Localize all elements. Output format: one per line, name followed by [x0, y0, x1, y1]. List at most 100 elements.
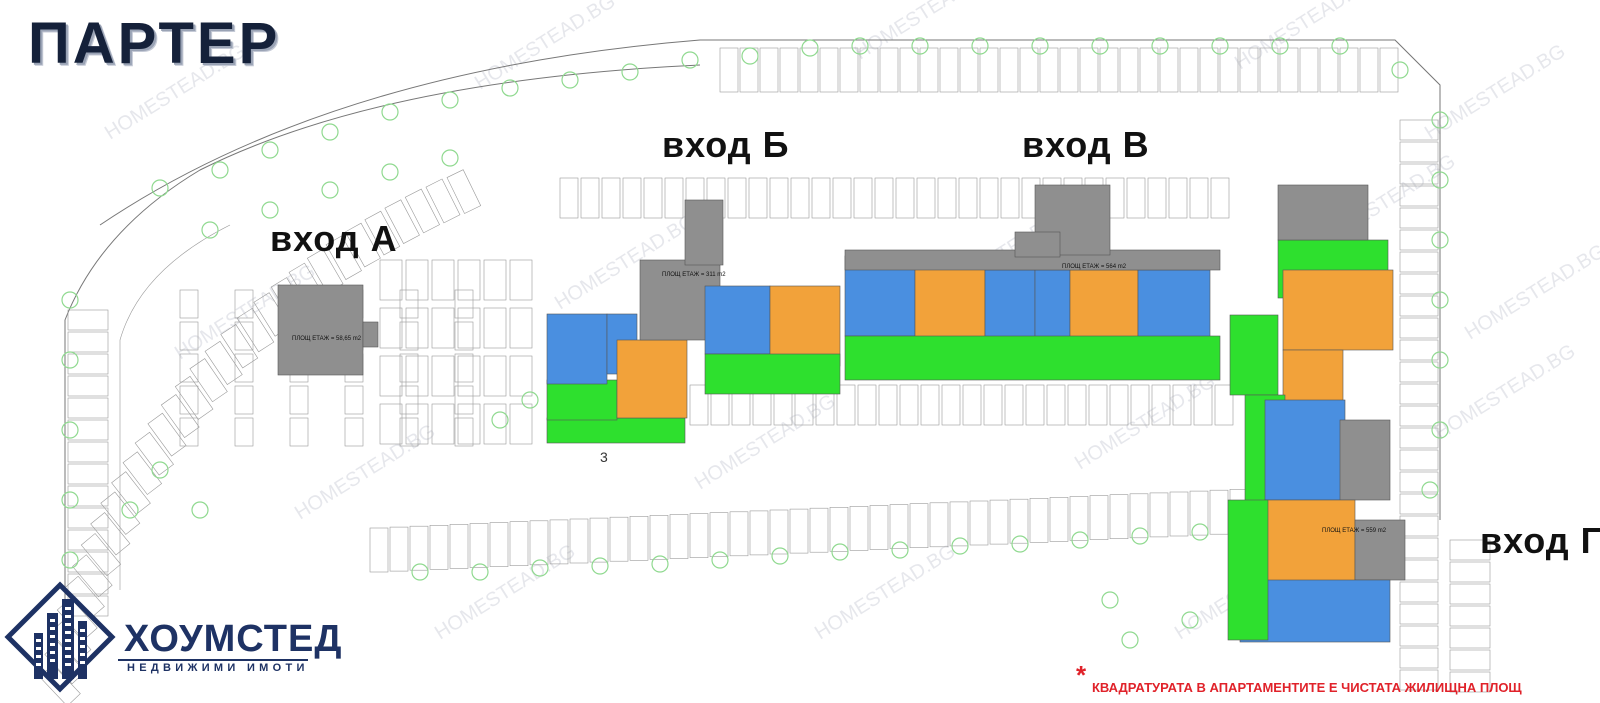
site-boundary — [99, 39, 1441, 520]
tree-icon — [801, 39, 819, 57]
parking-space — [1039, 47, 1059, 93]
parking-space — [1399, 449, 1439, 471]
parking-space — [1067, 384, 1087, 426]
tree-icon — [651, 555, 669, 573]
tree-icon — [261, 201, 279, 219]
parking-space — [384, 199, 420, 244]
parking-space — [669, 514, 689, 559]
apartment — [1264, 399, 1346, 501]
parking-space — [454, 321, 474, 351]
parking-space — [457, 403, 481, 445]
parking-space — [729, 511, 749, 557]
parking-space — [1399, 163, 1439, 185]
tree-icon — [1191, 523, 1209, 541]
building-g-core — [1354, 519, 1406, 581]
parking-space — [344, 417, 364, 447]
floor-area-label-b: ПЛОЩ ЕТАЖ = 311 m2 — [662, 272, 726, 278]
parking-space — [779, 47, 799, 93]
parking-space — [1399, 273, 1439, 295]
parking-space — [405, 403, 429, 445]
tree-icon — [951, 537, 969, 555]
parking-space — [829, 506, 849, 552]
parking-space — [454, 353, 474, 383]
parking-space — [849, 506, 869, 551]
tree-icon — [1271, 37, 1289, 55]
tree-icon — [1431, 421, 1449, 439]
watermark: HOMESTEAD.BG — [431, 540, 579, 644]
parking-space — [1046, 384, 1066, 426]
parking-space — [1399, 471, 1439, 493]
parking-space — [969, 500, 989, 546]
floor-area-label-v: ПЛОЩ ЕТАЖ = 564 m2 — [1062, 264, 1127, 270]
parking-space — [1399, 581, 1439, 603]
parking-space — [629, 515, 649, 561]
parking-space — [859, 47, 879, 93]
parking-space — [179, 289, 199, 319]
parking-space — [1449, 671, 1491, 693]
parking-space — [1399, 669, 1439, 691]
parking-space — [1399, 339, 1439, 361]
buildings-layer — [277, 184, 1406, 643]
parking-space — [67, 309, 109, 331]
parking-space — [1399, 647, 1439, 669]
parking-space — [983, 384, 1003, 426]
parking-space — [819, 47, 839, 93]
garden — [844, 335, 1221, 381]
entrance-label-v: вход В — [1022, 124, 1150, 165]
parking-space — [999, 47, 1019, 93]
tree-icon — [1431, 111, 1449, 129]
parking-space — [1109, 494, 1129, 540]
parking-space — [405, 259, 429, 301]
parking-space — [1399, 559, 1439, 581]
parking-space — [1159, 47, 1179, 93]
tree-icon — [1331, 37, 1349, 55]
tree-icon — [891, 541, 909, 559]
tree-icon — [1131, 527, 1149, 545]
parking-space — [236, 307, 275, 353]
parking-space — [1149, 492, 1169, 538]
parking-space — [67, 353, 109, 375]
parking-space — [1399, 207, 1439, 229]
parking-space — [67, 573, 109, 595]
parking-space — [325, 235, 362, 280]
parking-space — [1449, 583, 1491, 605]
parking-space — [1319, 47, 1339, 93]
parking-space — [1399, 383, 1439, 405]
parking-space — [431, 307, 455, 349]
parking-space — [379, 307, 403, 349]
parking-space — [1399, 515, 1439, 537]
tree-icon — [1031, 37, 1049, 55]
parking-space — [111, 471, 151, 515]
parking-space — [836, 384, 856, 426]
parking-space — [727, 177, 747, 219]
tree-icon — [1181, 611, 1199, 629]
parking-space — [67, 463, 109, 485]
parking-space — [67, 419, 109, 441]
parking-space — [832, 177, 852, 219]
parking-space — [1069, 496, 1089, 541]
parking-space — [483, 259, 507, 301]
parking-space — [1099, 47, 1119, 93]
tree-icon — [831, 543, 849, 561]
parking-space — [939, 47, 959, 93]
parking-space — [580, 177, 600, 219]
floor-area-label-g: ПЛОЩ ЕТАЖ = 559 m2 — [1322, 528, 1387, 534]
parking-space — [469, 523, 489, 568]
parking-space — [234, 321, 254, 351]
parking-space — [1239, 47, 1259, 93]
parking-space — [1359, 47, 1379, 93]
parking-space — [1399, 185, 1439, 207]
parking-space — [457, 259, 481, 301]
parking-space — [874, 177, 894, 219]
tree-icon — [971, 37, 989, 55]
parking-space — [1129, 493, 1149, 539]
parking-space — [399, 353, 419, 383]
tree-icon — [1071, 531, 1089, 549]
garden — [1229, 314, 1279, 396]
apartment — [616, 339, 688, 419]
parking-space — [878, 384, 898, 426]
parking-space — [1151, 384, 1171, 426]
parking-space — [1029, 497, 1049, 543]
tree-icon — [381, 103, 399, 121]
parking-space — [609, 516, 629, 562]
